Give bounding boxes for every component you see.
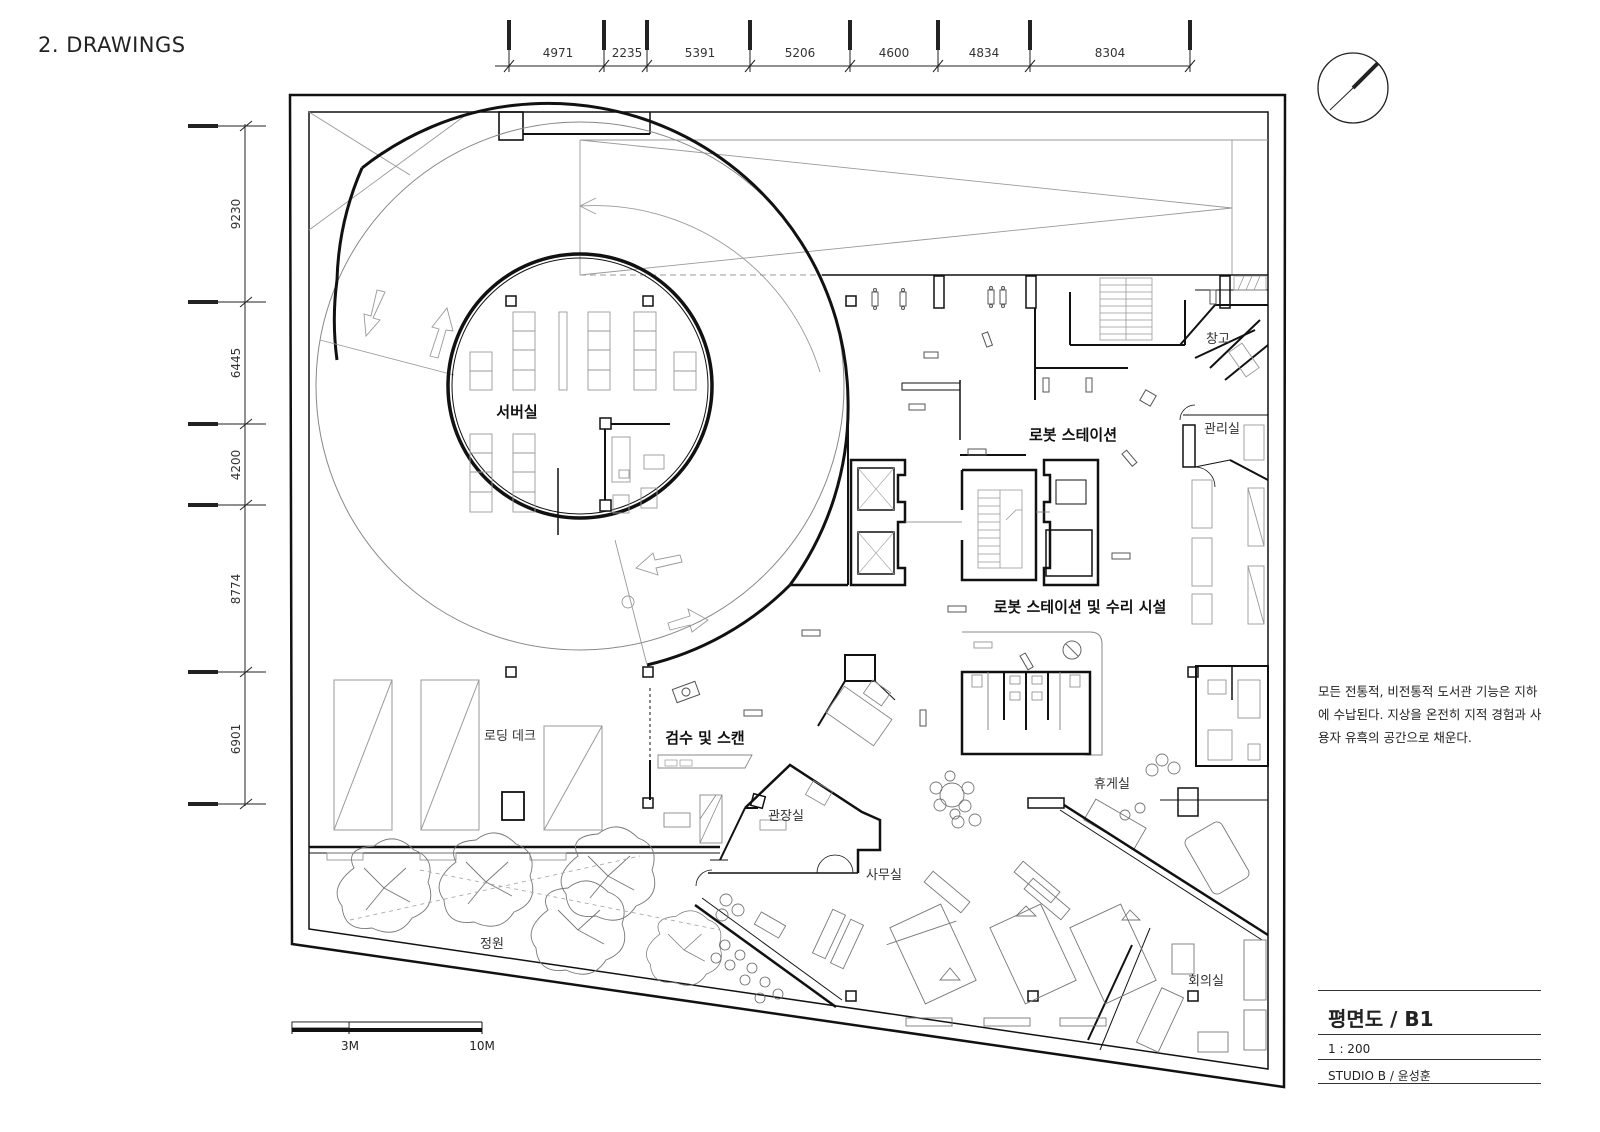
inspection-area [649,654,896,844]
lounge-furniture [929,753,1250,895]
column-markers [505,295,1199,1002]
restroom-block [960,631,1103,756]
right-side-rooms [1160,665,1269,801]
exterior-walls [288,93,1287,1089]
studio-credit: STUDIO B / 윤성훈 [1328,1069,1431,1083]
server-racks [469,311,697,513]
room-label-meeting: 회의실 [1188,974,1224,989]
top-dimension-chain [495,20,1196,73]
server-room-control [557,417,670,535]
robot-station-walls [822,274,1268,456]
room-label-storage: 창고 [1206,332,1230,347]
room-label-robot-repair: 로봇 스테이션 및 수리 시설 [994,598,1167,616]
drawing-scale: 1 : 200 [1328,1042,1371,1056]
storage-management-walls [1179,304,1269,488]
dim-top-6: 4834 [969,46,1000,60]
circular-ramp [315,101,850,667]
note-line-1: 모든 전통적, 비전통적 도서관 기능은 지하 [1318,684,1538,699]
server-room-circle [446,252,714,520]
dim-left-2: 6445 [229,348,243,379]
scale-label-10m: 10M [469,1039,495,1053]
room-label-server: 서버실 [496,403,537,421]
room-label-inspection: 검수 및 스캔 [665,729,744,747]
ramp-lines [308,111,1268,373]
director-room-walls [695,763,882,887]
room-label-management: 관리실 [1204,422,1240,437]
dim-top-1: 4971 [543,46,574,60]
design-note: 모든 전통적, 비전통적 도서관 기능은 지하 에 수납된다. 지상을 온전히 … [1318,680,1558,749]
scale-label-3m: 3M [341,1039,359,1053]
dim-top-4: 5206 [785,46,816,60]
room-label-lounge: 휴게실 [1094,777,1130,792]
dim-left-5: 6901 [229,724,243,755]
dim-left-1: 9230 [229,199,243,230]
garden-trees [336,826,784,1004]
loading-dock [309,679,720,861]
dim-top-5: 4600 [879,46,910,60]
office-walls [694,797,1269,1051]
sheet-title: 2. DRAWINGS [38,33,186,57]
room-label-loading-dock: 로딩 데크 [484,729,536,744]
dim-top-2: 2235 [612,46,643,60]
north-arrow-icon [1317,52,1389,124]
scale-bar [291,1021,483,1034]
title-block-rule-top [1318,990,1541,991]
title-block-rule-1 [1318,1034,1541,1035]
room-label-office: 사무실 [866,868,902,883]
office-desks [715,860,1267,1053]
robot-unit-icons [743,286,1217,727]
room-label-robot-station: 로봇 스테이션 [1029,426,1117,444]
stair-upper [1099,275,1267,341]
note-line-3: 용자 유흑의 공간으로 채운다. [1318,730,1472,745]
dim-top-3: 5391 [685,46,716,60]
note-line-2: 에 수납된다. 지상을 온전히 지적 경험과 사 [1318,707,1542,722]
title-block-rule-2 [1318,1059,1541,1060]
dim-left-4: 8774 [229,574,243,605]
room-label-director: 관장실 [768,809,804,824]
management-furniture [1191,342,1265,625]
drawing-title: 평면도 / B1 [1328,1007,1434,1031]
room-label-garden: 정원 [480,937,504,952]
dim-top-7: 8304 [1095,46,1126,60]
left-dimension-chain [188,120,266,810]
title-block-rule-bottom [1318,1083,1541,1084]
dim-left-3: 4200 [229,450,243,481]
building-core [849,458,1100,587]
